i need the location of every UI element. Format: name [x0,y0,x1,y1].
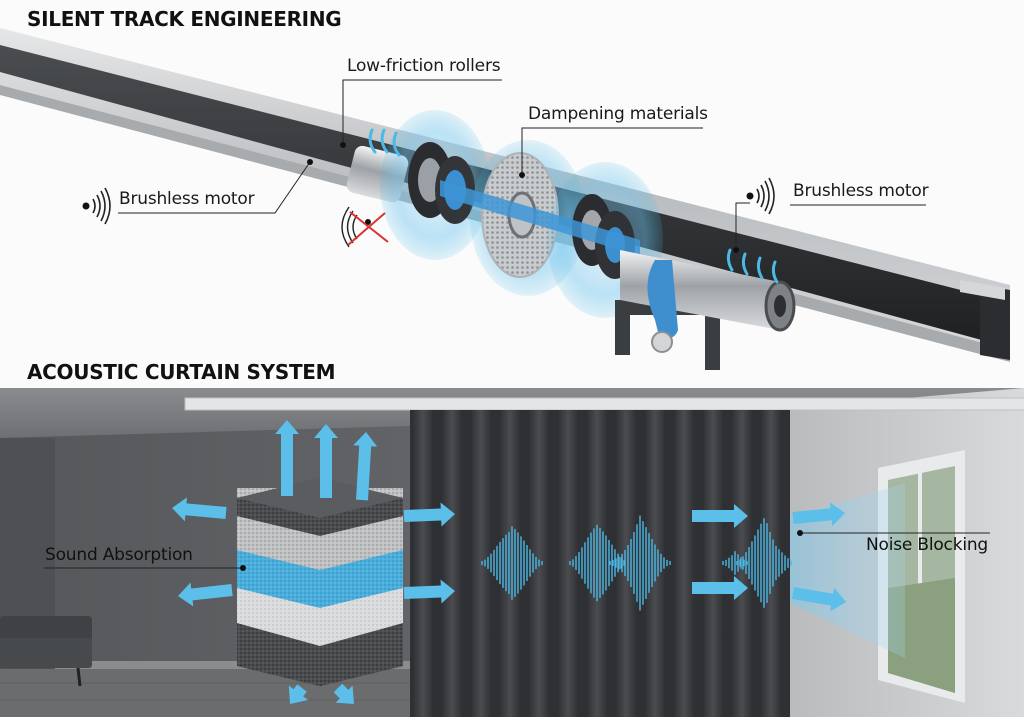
curtain-fold [441,410,463,717]
curtain-fold [673,410,695,717]
sofa [0,616,92,687]
arrow-icon [791,587,847,612]
arrow-icon [692,576,748,600]
callout-noise-blocking: Noise Blocking [866,535,989,555]
sound-wave-icon-right [746,177,775,215]
sound-waveform [481,515,792,611]
bottom-callout-lines [44,532,990,569]
curtain-fold [760,410,782,717]
curtain-fold [499,410,521,717]
curtain-fold [731,410,753,717]
arrow-icon [314,424,338,498]
noise-blocking-beam [790,483,905,658]
section-title-acoustic-curtain: ACOUSTIC CURTAIN SYSTEM [27,360,336,384]
arrow-icon [178,582,233,607]
arrow-icon [792,502,845,527]
no-sound-icon [341,206,389,248]
sound-wave-icon [82,187,111,225]
arrow-icon [288,684,309,705]
callout-low-friction-rollers: Low-friction rollers [347,56,501,76]
curtain-fold [412,410,434,717]
arrow-icon [275,420,299,496]
curtain-fold [702,410,724,717]
curtain-rail [184,397,1024,411]
acoustic-curtain [410,410,790,717]
callout-leader-lines [118,79,926,250]
arrow-icon [692,504,748,528]
silent-track-panel: SILENT TRACK ENGINEERING Low-friction ro… [0,7,1010,370]
section-title-silent-track: SILENT TRACK ENGINEERING [27,7,342,31]
callout-brushless-motor-left: Brushless motor [119,189,255,209]
curtain-fold [615,410,637,717]
callout-dots [307,142,739,253]
vibration-marks [368,128,779,284]
room-illustration [0,388,1024,717]
curtain-fold [470,410,492,717]
acoustic-curtain-panel: Sound Absorption Noise Blocking [0,388,1024,717]
arrow-icon [172,497,227,522]
arrow-icon [403,579,455,604]
curtain-fold [557,410,579,717]
arrow-icon [353,431,378,501]
arrow-icon [333,683,354,704]
arrow-icon [403,502,455,527]
brushless-motor-right [615,250,796,370]
callout-dampening-materials: Dampening materials [528,104,708,124]
sound-direction-arrows [172,420,847,705]
baseboard [55,661,415,669]
track-illustration [0,28,1010,370]
foam-layer-stack [237,478,403,686]
callout-sound-absorption: Sound Absorption [45,545,193,565]
callout-brushless-motor-right: Brushless motor [793,181,929,201]
